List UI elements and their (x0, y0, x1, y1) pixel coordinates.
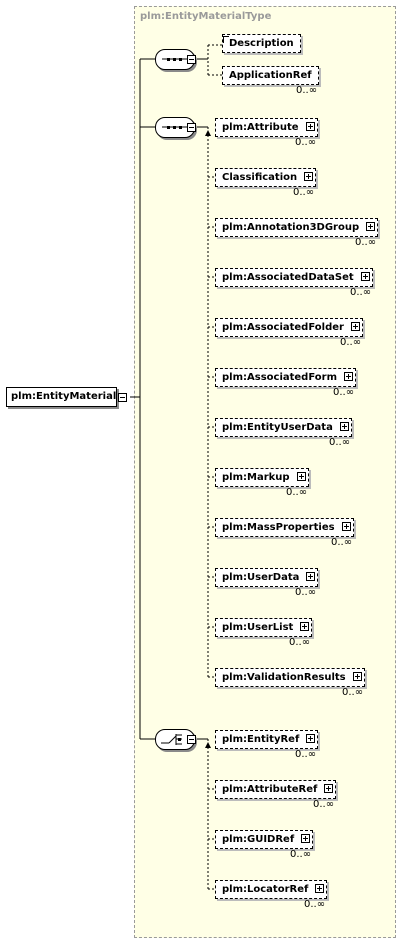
element-annotation3dgroup[interactable]: plm:Annotation3DGroup (215, 218, 379, 237)
multiplicity-label: 0..∞ (295, 749, 317, 760)
element-validation-results[interactable]: plm:ValidationResults (215, 668, 365, 687)
element-attribute[interactable]: plm:Attribute (215, 118, 318, 137)
expand-icon[interactable] (301, 834, 311, 843)
multiplicity-label: 0..∞ (304, 899, 326, 910)
expand-icon[interactable] (315, 884, 325, 893)
expand-icon[interactable] (306, 572, 316, 581)
element-label: ApplicationRef (229, 70, 312, 81)
expand-icon[interactable] (304, 172, 314, 181)
multiplicity-label: 0..∞ (340, 337, 362, 348)
sequence-icon (162, 58, 188, 61)
sequence-2-collapse-icon[interactable] (187, 123, 196, 132)
expand-icon[interactable] (344, 372, 353, 381)
element-application-ref[interactable]: ApplicationRef (222, 66, 319, 85)
element-label: plm:AttributeRef (222, 784, 318, 795)
element-entity-user-data[interactable]: plm:EntityUserData (215, 418, 352, 437)
expand-icon[interactable] (296, 472, 306, 481)
element-associated-folder[interactable]: plm:AssociatedFolder (215, 318, 363, 337)
multiplicity-label: 0..∞ (329, 437, 351, 448)
element-label: plm:ValidationResults (222, 672, 346, 683)
element-locator-ref[interactable]: plm:LocatorRef (215, 880, 328, 899)
multiplicity-label: 0..∞ (286, 487, 308, 498)
multiplicity-label: 0..∞ (350, 287, 372, 298)
expand-icon[interactable] (339, 422, 349, 431)
multiplicity-label: 0..∞ (342, 687, 364, 698)
element-label: Description (229, 38, 294, 49)
element-label: plm:MassProperties (222, 522, 335, 533)
element-label: plm:Attribute (222, 122, 299, 133)
multiplicity-label: 0..∞ (333, 387, 355, 398)
element-label: plm:EntityRef (222, 734, 300, 745)
choice-icon (161, 734, 182, 745)
element-associated-data-set[interactable]: plm:AssociatedDataSet (215, 268, 373, 287)
element-mass-properties[interactable]: plm:MassProperties (215, 518, 354, 537)
expand-icon[interactable] (341, 522, 351, 531)
complex-type-title: plm:EntityMaterialType (140, 11, 272, 22)
element-label: plm:Markup (222, 472, 290, 483)
element-attribute-ref[interactable]: plm:AttributeRef (215, 780, 337, 799)
expand-icon[interactable] (366, 222, 376, 231)
expand-icon[interactable] (352, 672, 362, 681)
element-label: plm:AssociatedDataSet (222, 272, 354, 283)
root-collapse-icon[interactable] (118, 393, 127, 402)
multiplicity-label: 0..∞ (313, 799, 335, 810)
multiplicity-label: 0..∞ (289, 637, 311, 648)
element-label: plm:UserList (222, 622, 294, 633)
root-element-label: plm:EntityMaterial (11, 391, 117, 402)
element-label: plm:GUIDRef (222, 834, 295, 845)
element-guidref[interactable]: plm:GUIDRef (215, 830, 314, 849)
choice-compositor[interactable] (155, 729, 195, 750)
element-user-list[interactable]: plm:UserList (215, 618, 313, 637)
choice-collapse-icon[interactable] (187, 735, 196, 744)
multiplicity-label: 0..∞ (290, 849, 312, 860)
root-element-entity-material[interactable]: plm:EntityMaterial (6, 387, 117, 407)
multiplicity-label: 0..∞ (293, 187, 315, 198)
multiplicity-label: 0..∞ (331, 537, 353, 548)
element-classification[interactable]: Classification (215, 168, 317, 187)
expand-icon[interactable] (324, 784, 334, 793)
element-label: plm:AssociatedFolder (222, 322, 344, 333)
expand-icon[interactable] (306, 734, 316, 743)
element-label: plm:Annotation3DGroup (222, 222, 360, 233)
expand-icon[interactable] (350, 322, 360, 331)
element-entity-ref[interactable]: plm:EntityRef (215, 730, 319, 749)
element-label: plm:UserData (222, 572, 300, 583)
element-description[interactable]: Description (222, 34, 301, 53)
expand-icon[interactable] (305, 122, 315, 131)
element-markup[interactable]: plm:Markup (215, 468, 309, 487)
expand-icon[interactable] (300, 622, 310, 631)
element-label: plm:EntityUserData (222, 422, 333, 433)
element-user-data[interactable]: plm:UserData (215, 568, 319, 587)
multiplicity-label: 0..∞ (295, 137, 317, 148)
element-label: plm:LocatorRef (222, 884, 309, 895)
multiplicity-label: 0..∞ (295, 587, 317, 598)
sequence-compositor-1[interactable] (155, 49, 195, 70)
multiplicity-label: 0..∞ (296, 85, 318, 96)
expand-icon[interactable] (360, 272, 370, 281)
sequence-icon (162, 126, 188, 129)
element-label: Classification (222, 172, 298, 183)
multiplicity-label: 0..∞ (355, 237, 377, 248)
element-label: plm:AssociatedForm (222, 372, 337, 383)
element-associated-form[interactable]: plm:AssociatedForm (215, 368, 356, 387)
documentation-icon (223, 36, 229, 43)
sequence-1-collapse-icon[interactable] (187, 55, 196, 64)
